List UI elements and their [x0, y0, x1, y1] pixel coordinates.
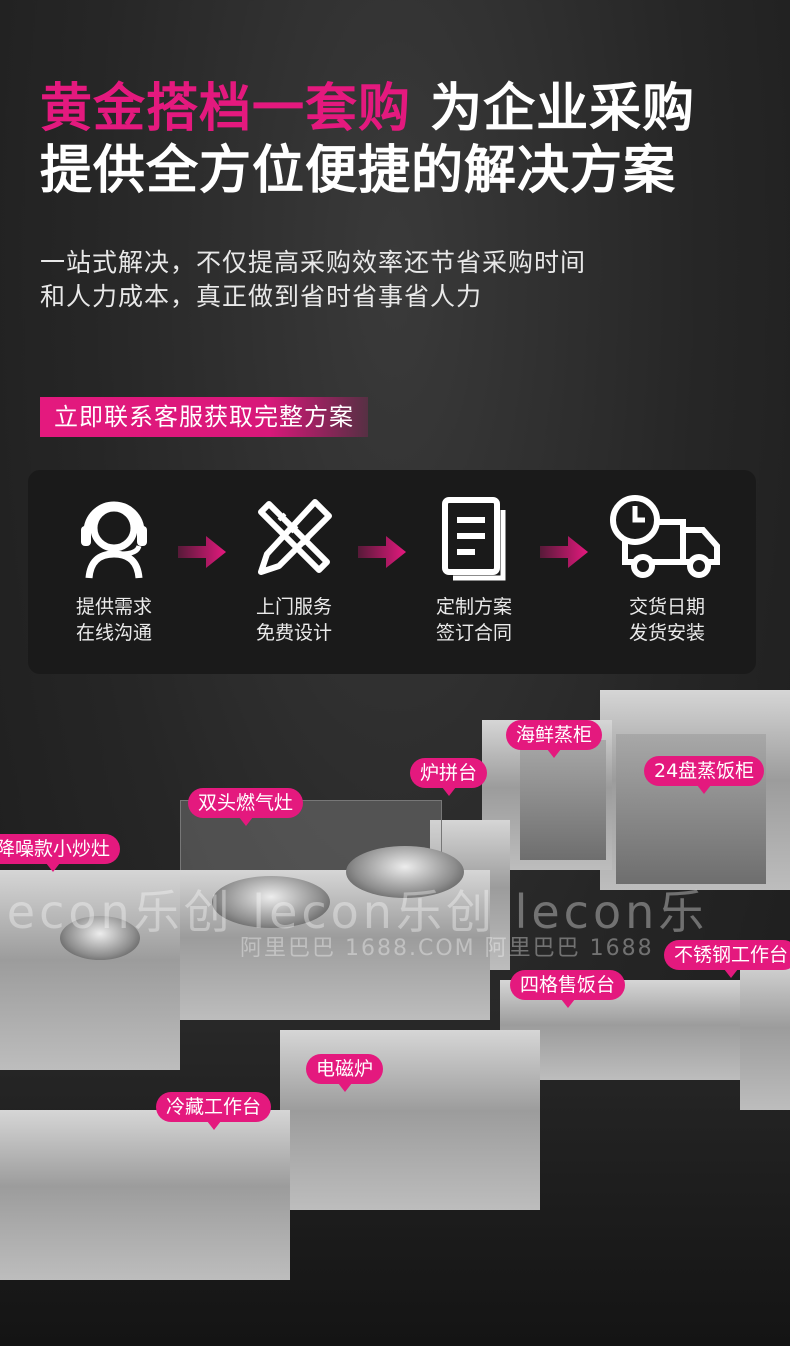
step-4-line-1: 交货日期 — [628, 596, 705, 618]
watermark-site: 阿里巴巴 1688.COM 阿里巴巴 1688 — [240, 936, 654, 961]
headline-line-2: 提供全方位便捷的解决方案 — [40, 141, 677, 201]
headline-white-text: 为企业采购 — [430, 79, 696, 139]
delivery-truck-icon — [610, 495, 720, 578]
contact-service-button[interactable]: 立即联系客服获取完整方案 — [40, 397, 368, 437]
wok-left — [212, 876, 330, 928]
tag-double-burner: 双头燃气灶 — [188, 788, 304, 826]
headline-pink-text: 黄金搭档一套购 — [40, 79, 412, 139]
design-tools-icon — [258, 499, 332, 575]
refrigerated-worktable — [0, 1110, 290, 1280]
process-steps-panel: 提供需求 在线沟通 上门服务 免费设计 — [28, 470, 756, 674]
step-design: 上门服务 免费设计 — [224, 492, 364, 646]
small-wok-stove — [0, 870, 180, 1070]
step-3-line-1: 定制方案 — [435, 596, 512, 618]
watermark-brand: lecon乐创 lecon乐创 lecon乐 — [0, 885, 709, 939]
subtitle-line-1: 一站式解决，不仅提高采购效率还节省采购时间 — [40, 248, 587, 277]
tag-induction-cooker: 电磁炉 — [306, 1054, 384, 1092]
kitchen-equipment-scene: lecon乐创 lecon乐创 lecon乐 阿里巴巴 1688.COM 阿里巴… — [0, 690, 790, 1346]
step-4-line-2: 发货安装 — [628, 622, 705, 644]
tag-small-wok-stove: 降噪款小炒灶 — [0, 834, 121, 872]
customer-service-icon — [81, 501, 147, 579]
wok-right — [346, 846, 464, 898]
step-requirements: 提供需求 在线沟通 — [44, 492, 184, 646]
subtitle: 一站式解决，不仅提高采购效率还节省采购时间 和人力成本，真正做到省时省事省人力 — [40, 246, 586, 314]
seafood-steamer-drawers — [520, 740, 606, 860]
small-wok — [60, 916, 140, 960]
hero-headline: 黄金搭档一套购 为企业采购 提供全方位便捷的解决方案 — [40, 78, 760, 202]
step-1-line-2: 在线沟通 — [75, 622, 152, 644]
tag-refrigerated-worktable: 冷藏工作台 — [156, 1092, 272, 1130]
step-2-line-2: 免费设计 — [255, 622, 332, 644]
tag-rice-steamer: 24盘蒸饭柜 — [644, 756, 765, 794]
tag-serving-table: 四格售饭台 — [510, 970, 626, 1008]
subtitle-line-2: 和人力成本，真正做到省时省事省人力 — [40, 282, 483, 311]
contract-document-icon — [442, 497, 506, 581]
arrow-right-icon — [178, 536, 226, 568]
arrow-right-icon — [540, 536, 588, 568]
tag-prep-station: 炉拼台 — [410, 758, 488, 796]
step-1-line-1: 提供需求 — [75, 596, 152, 618]
step-contract: 定制方案 签订合同 — [404, 492, 544, 646]
steel-worktable — [740, 960, 790, 1110]
arrow-right-icon — [358, 536, 406, 568]
tag-seafood-steamer: 海鲜蒸柜 — [506, 720, 603, 758]
tag-steel-worktable: 不锈钢工作台 — [664, 940, 790, 978]
headline-line-1: 黄金搭档一套购 为企业采购 — [40, 78, 760, 140]
step-delivery: 交货日期 发货安装 — [592, 492, 742, 646]
step-2-line-1: 上门服务 — [255, 596, 332, 618]
step-3-line-2: 签订合同 — [435, 622, 512, 644]
